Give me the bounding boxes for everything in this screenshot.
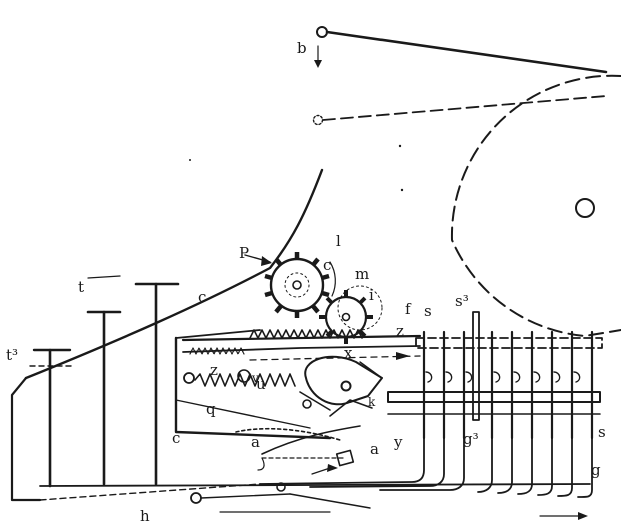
register-rods <box>422 330 594 440</box>
arc-a <box>235 425 361 475</box>
label-u: u <box>256 375 266 393</box>
pivot-v <box>237 369 251 383</box>
label-g3: g³ <box>463 430 479 448</box>
arrow-down-icon <box>314 60 322 68</box>
spring-q <box>183 372 331 411</box>
keys-g <box>259 437 593 498</box>
arm-p <box>24 168 324 380</box>
label-p: P <box>239 244 249 262</box>
label-f: f <box>405 300 412 318</box>
gear-m-icon <box>319 290 373 344</box>
label-v: v <box>251 371 259 385</box>
label-z-right: z <box>396 322 404 340</box>
label-x: x <box>344 344 353 362</box>
label-c-top: c <box>323 256 331 274</box>
label-c-bottom: c <box>172 429 180 447</box>
label-s3: s³ <box>455 292 469 310</box>
label-i: i <box>369 286 374 304</box>
post-t <box>86 275 180 486</box>
label-m: m <box>355 265 369 283</box>
label-l: l <box>336 232 341 250</box>
gear-m-ghost <box>337 285 383 331</box>
label-y: y <box>393 433 403 451</box>
label-k: k <box>368 395 376 409</box>
register-hooks <box>425 371 581 383</box>
post-t3 <box>29 348 75 488</box>
arrow-icon <box>261 256 272 266</box>
arrow-right-icon <box>396 352 410 360</box>
label-s: s <box>424 302 432 320</box>
bar-h <box>39 482 591 520</box>
label-c-arm: c <box>198 288 206 306</box>
label-t3: t³ <box>6 346 18 364</box>
labels: b P l c m i f s s³ t t³ c z z x u v q k … <box>6 39 606 525</box>
label-q: q <box>206 400 216 418</box>
label-a-left: a <box>251 433 260 451</box>
lever-b <box>312 26 608 126</box>
register <box>387 311 603 421</box>
frame-c <box>10 329 332 502</box>
drum <box>450 74 621 337</box>
gear-l-icon <box>264 252 330 318</box>
label-g: g <box>591 461 601 479</box>
rack-z <box>181 329 422 361</box>
label-s-right: s <box>598 423 606 441</box>
label-h: h <box>140 507 150 525</box>
crank <box>304 355 383 417</box>
label-b: b <box>297 39 307 57</box>
arrow-right-icon <box>578 512 588 520</box>
label-z-left: z <box>210 361 218 379</box>
label-a-right: a <box>370 440 379 458</box>
label-t: t <box>78 278 84 296</box>
